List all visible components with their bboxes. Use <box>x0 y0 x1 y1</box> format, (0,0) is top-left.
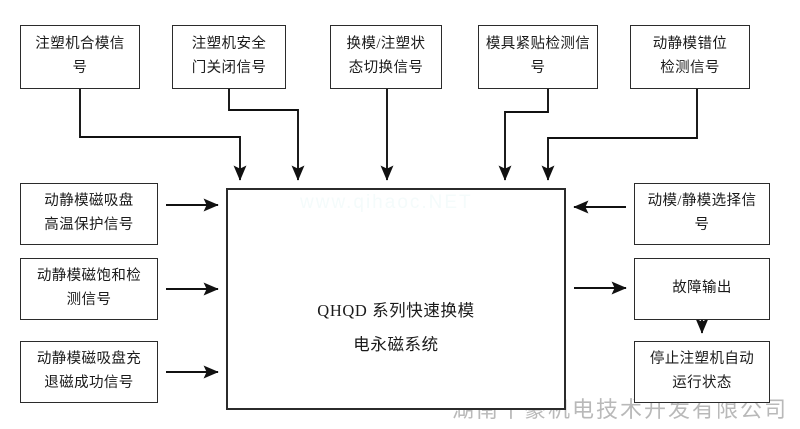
node-magnetic-saturation-detection-signal[interactable]: 动静模磁饱和检 测信号 <box>20 258 158 320</box>
node-top1-line1: 注塑机合模信 <box>35 36 125 53</box>
node-top4-line1: 模具紧贴检测信 <box>485 36 591 53</box>
node-top5-line2: 检测信号 <box>660 60 720 76</box>
node-top4-line2: 号 <box>530 60 546 76</box>
node-mold-contact-detection-signal[interactable]: 模具紧贴检测信 号 <box>478 25 598 89</box>
node-safety-door-closed-signal[interactable]: 注塑机安全 门关闭信号 <box>172 25 286 89</box>
node-right2-line1: 故障输出 <box>672 280 732 297</box>
node-stop-injection-machine-auto-run[interactable]: 停止注塑机自动 运行状态 <box>634 341 770 403</box>
node-right1-line1: 动模/静模选择信 <box>647 193 757 210</box>
node-right3-line1: 停止注塑机自动 <box>649 351 755 368</box>
node-fault-output[interactable]: 故障输出 <box>634 258 770 320</box>
node-top3-line1: 换模/注塑状 <box>346 36 426 53</box>
node-left1-line1: 动静模磁吸盘 <box>44 193 134 210</box>
node-top5-line1: 动静模错位 <box>652 36 728 53</box>
node-right3-line2: 运行状态 <box>672 375 732 391</box>
center-title-line1: QHQD 系列快速换模 <box>317 301 475 321</box>
node-magnetize-demagnetize-success-signal[interactable]: 动静模磁吸盘充 退磁成功信号 <box>20 341 158 403</box>
node-qhqd-quick-mold-change-system[interactable]: QHQD 系列快速换模 电永磁系统 <box>226 188 566 410</box>
node-left3-line2: 退磁成功信号 <box>44 375 134 391</box>
node-top3-line2: 态切换信号 <box>348 60 424 76</box>
node-left2-line1: 动静模磁饱和检 <box>36 268 142 285</box>
node-chuck-overtemp-protection-signal[interactable]: 动静模磁吸盘 高温保护信号 <box>20 183 158 245</box>
node-left2-line2: 测信号 <box>66 292 112 308</box>
edge-top4-to-center <box>498 89 549 181</box>
node-moving-fixed-mold-select-signal[interactable]: 动模/静模选择信 号 <box>634 183 770 245</box>
node-left3-line1: 动静模磁吸盘充 <box>36 351 142 368</box>
node-top2-line1: 注塑机安全 <box>191 36 267 53</box>
node-top1-line2: 号 <box>72 60 88 76</box>
node-mold-change-state-switch-signal[interactable]: 换模/注塑状 态切换信号 <box>330 25 442 89</box>
node-mold-misalignment-detection-signal[interactable]: 动静模错位 检测信号 <box>630 25 750 89</box>
edge-top2-to-center <box>228 89 305 181</box>
edge-top1-to-center <box>79 89 247 181</box>
node-right1-line2: 号 <box>694 217 710 233</box>
node-top2-line2: 门关闭信号 <box>191 60 267 76</box>
node-injection-mold-clamp-signal[interactable]: 注塑机合模信 号 <box>20 25 140 89</box>
center-title-line2: 电永磁系统 <box>353 335 439 354</box>
edge-top5-to-center <box>541 89 698 181</box>
node-left1-line2: 高温保护信号 <box>44 217 134 233</box>
